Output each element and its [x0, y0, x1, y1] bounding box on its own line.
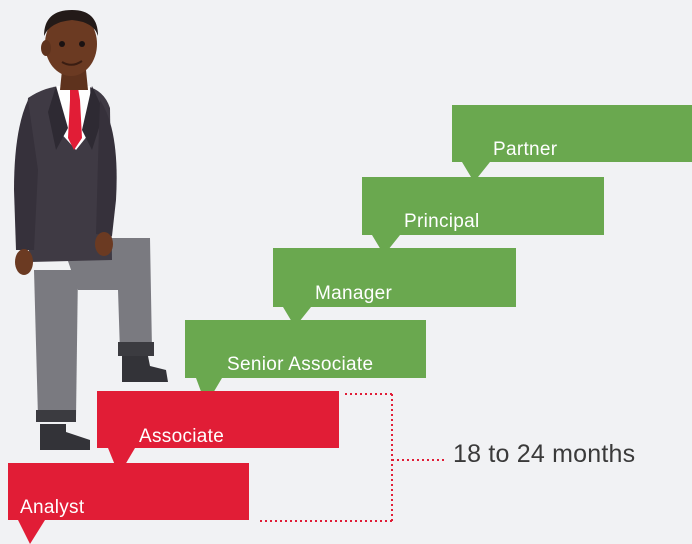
timeline-bracket	[260, 393, 444, 522]
businessman-illustration	[14, 10, 168, 450]
step-label-senior-associate: Senior Associate	[227, 354, 374, 375]
step-analyst	[8, 463, 249, 544]
step-label-principal: Principal	[404, 211, 480, 232]
timeline-duration-label: 18 to 24 months	[453, 440, 636, 468]
step-label-partner: Partner	[493, 139, 558, 160]
step-manager	[273, 248, 516, 327]
step-label-analyst: Analyst	[20, 497, 85, 518]
step-label-manager: Manager	[315, 283, 393, 304]
step-principal	[362, 177, 604, 255]
step-senior-associate	[185, 320, 426, 405]
step-associate	[97, 391, 339, 475]
step-label-associate: Associate	[139, 426, 225, 447]
step-partner	[452, 105, 692, 182]
